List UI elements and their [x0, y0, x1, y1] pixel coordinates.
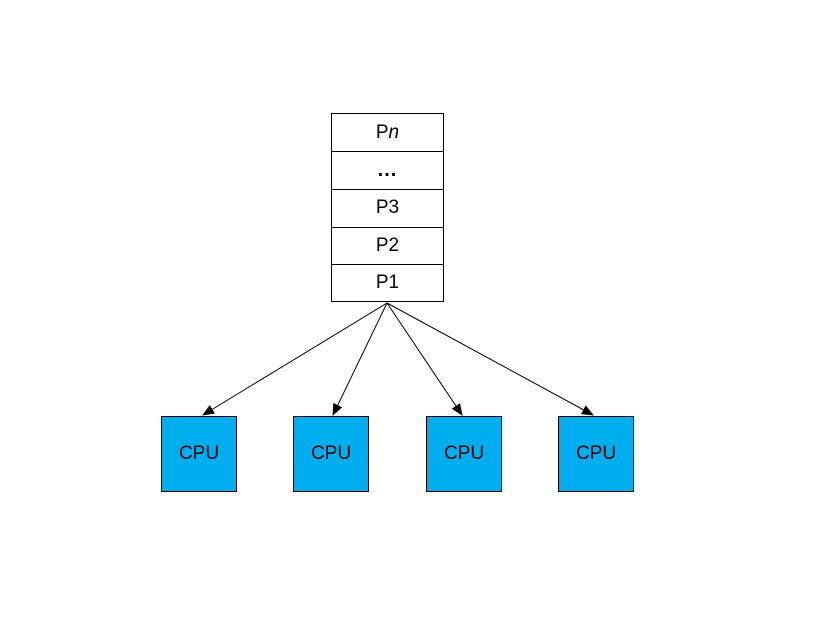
queue-cell-pn-prefix: P [375, 121, 389, 143]
queue-cell-ellipsis: ... [332, 151, 443, 188]
cpu-box-1: CPU [161, 416, 237, 492]
queue-cell-p1: P1 [332, 264, 443, 301]
cpu-box-4: CPU [558, 416, 634, 492]
cpu-label-3: CPU [443, 443, 485, 464]
dispatch-arrow-1 [202, 302, 388, 416]
queue-cell-p2: P2 [332, 227, 443, 264]
queue-cell-p2-label: P2 [375, 235, 400, 256]
queue-cell-p3-label: P3 [375, 197, 400, 218]
cpu-box-2: CPU [293, 416, 369, 492]
cpu-label-4: CPU [575, 443, 617, 464]
dispatch-arrow-3 [386, 302, 463, 416]
cpu-label-1: CPU [178, 443, 220, 464]
dispatch-arrow-2 [332, 302, 388, 416]
cpu-box-3: CPU [426, 416, 502, 492]
queue-cell-p3: P3 [332, 189, 443, 226]
queue-cell-p1-label: P1 [375, 272, 400, 293]
cpu-label-2: CPU [310, 443, 352, 464]
queue-cell-ellipsis-label: ... [377, 158, 398, 181]
dispatch-arrow-4 [386, 302, 594, 416]
queue-cell-pn-suffix: n [388, 121, 400, 143]
